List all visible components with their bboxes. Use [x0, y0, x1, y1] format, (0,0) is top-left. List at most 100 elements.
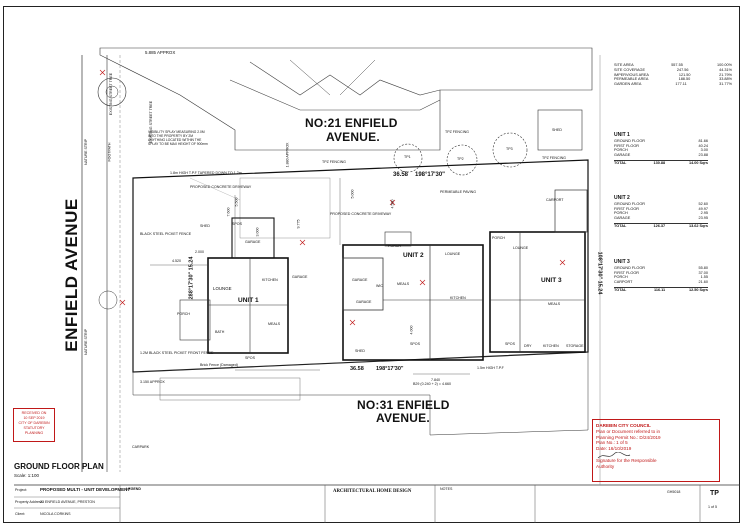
- dim-7840: 7.840: [431, 378, 440, 382]
- dim-4520: 4.520: [172, 259, 181, 263]
- unit-2-room-wic: WIC: [376, 284, 383, 288]
- permeable-paving-label: PERMEABLE PAVING: [440, 190, 477, 194]
- unit-2-room-kitchen: KITCHEN: [450, 296, 466, 300]
- bearing-east: 108°17'30" 15.24: [596, 251, 603, 295]
- signature-mark: [596, 451, 716, 459]
- unit-3-room-kitchen: KITCHEN: [543, 344, 559, 348]
- unit-3-room-dry: DRY: [524, 344, 532, 348]
- visibility-note: VISIBILITY SPLAY MEASURING 2.0M INTO THE…: [148, 130, 208, 146]
- unit-1-room-garage: GARAGE: [292, 275, 308, 279]
- unit-1-room-porch: PORCH: [177, 312, 190, 316]
- unit-1-room-bath: BATH: [215, 330, 225, 334]
- shed-left-label: SHED: [200, 224, 210, 228]
- unit-3-room-meals: MEALS: [548, 302, 561, 306]
- unit-3-label: UNIT 3: [541, 277, 562, 284]
- spos-4: SPOS: [505, 342, 515, 346]
- bearing-west: 288°17'30" 15.24: [188, 256, 195, 300]
- unit-1-label: UNIT 1: [238, 297, 259, 304]
- bearing-top: 198°17'30": [415, 172, 446, 178]
- dim-9775: 9.775: [296, 219, 301, 229]
- fence-front-label: 1.2M BLACK STEEL PICKET FRONT FENCE: [140, 351, 214, 355]
- unit-1-room-kitchen: KITCHEN: [262, 278, 278, 282]
- tpz-fencing-2: TPZ FENCING: [445, 130, 469, 134]
- tpz-fencing-1: TPZ FENCING: [322, 160, 346, 164]
- shed-bottom-label: SHED: [355, 349, 365, 353]
- unit-3-room-lounge: LOUNGE: [513, 246, 529, 250]
- nature-strip-1: NATURE STRIP: [84, 138, 89, 166]
- unit-3-room-storage: STORAGE: [566, 344, 584, 348]
- dim-4000: 4.000: [409, 325, 414, 335]
- dim-3000: 3.000: [255, 227, 260, 237]
- received-stamp: RECEIVED ON 10 SEP 2019 CITY OF DAREBIN …: [13, 408, 55, 442]
- dim-5000: 5.000: [350, 189, 355, 199]
- north-neighbour-line2: AVENUE.: [326, 130, 380, 144]
- concrete-driveway-label: PROPOSED CONCRETE DRIVEWAY: [190, 185, 252, 189]
- tree-tp2: TP2: [457, 157, 464, 161]
- drawing-number: GH5018: [667, 490, 681, 494]
- nature-strip-2: NATURE STRIP: [84, 328, 89, 356]
- approx-bottom: 3.150 APPROX: [140, 380, 165, 384]
- garage-label-2: GARAGE: [352, 278, 368, 282]
- tree-tp1: TP1: [404, 155, 411, 159]
- brick-fence-label: Brick Fence (Damaged): [200, 363, 238, 367]
- client-label: Client:: [15, 512, 26, 516]
- garage-label-1: GARAGE: [245, 240, 261, 244]
- south-neighbour-line2: AVENUE.: [376, 411, 430, 425]
- unit-3-room-porch: PORCH: [492, 236, 505, 240]
- bearing-bottom-length: 36.58: [350, 366, 364, 372]
- tpz-fencing-3: TPZ FENCING: [542, 156, 566, 160]
- address-value: 23 ENFIELD AVENUE, PRESTON: [40, 500, 95, 504]
- spos-3: SPOS: [410, 342, 420, 346]
- unit-2-room-garage: GARAGE: [356, 300, 372, 304]
- approx-left: 1.880 APPROX: [285, 142, 290, 168]
- council-endorsement: DAREBIN CITY COUNCIL Plan or Document re…: [592, 419, 720, 482]
- drawing-sheet: [3, 6, 740, 523]
- unit-2-room-meals: MEALS: [397, 282, 410, 286]
- dim-tpf-bottom: 1.5m HIGH T.P.F: [477, 366, 504, 370]
- dim-7600: 7.600: [226, 207, 231, 217]
- firm-name: ARCHITECTURAL HOME DESIGN: [333, 489, 412, 494]
- spos-2: SPOS: [245, 356, 255, 360]
- client-value: NICOLA CORKINS: [40, 512, 71, 516]
- south-neighbour-line1: NO:31 ENFIELD: [357, 398, 450, 412]
- plan-scale: Scale: 1:100: [14, 473, 40, 478]
- sheet-label: TP: [710, 490, 719, 497]
- top-fence-note: 1.8m HIGH T.P.F TAPERED DOWN TO 1.2m: [170, 171, 242, 175]
- footpath-label: FOOTPATH: [107, 142, 112, 162]
- legend-label: LEGEND: [126, 487, 141, 491]
- notes-label: NOTES: [440, 487, 453, 491]
- north-neighbour-line1: NO:21 ENFIELD: [305, 116, 398, 130]
- carport-label: CARPORT: [546, 198, 564, 202]
- carpark-label: CARPARK: [132, 445, 150, 449]
- unit-1-room-lounge: LOUNGE: [213, 286, 232, 291]
- dim-b29: B29 (0.240 + 2) = 4.660: [413, 382, 451, 386]
- dim-2000: 2.000: [195, 250, 204, 254]
- address-label: Property Address:: [15, 500, 44, 504]
- tree-tp3: TP3: [506, 147, 513, 151]
- sheet-number: 1 of 5: [708, 505, 717, 509]
- spos-1: SPOS: [232, 222, 242, 226]
- dim-5500: 5.500: [234, 197, 239, 207]
- bearing-bottom: 198°17'30": [376, 366, 404, 372]
- approx-top: 5.885 APPROX: [145, 50, 176, 55]
- driveway2-label: PROPOSED CONCRETE DRIVEWAY: [330, 212, 392, 216]
- unit-2-label: UNIT 2: [403, 252, 424, 259]
- bearing-top-length: 36.58: [393, 172, 409, 178]
- shed-top-label: SHED: [552, 128, 562, 132]
- plan-title: GROUND FLOOR PLAN: [14, 462, 104, 471]
- unit-1-room-meals: MEALS: [268, 322, 281, 326]
- dim-4500: 4.500: [390, 199, 395, 209]
- project-label: Project:: [15, 488, 28, 492]
- street-name-west: ENFIELD AVENUE: [62, 198, 81, 352]
- unit-2-room-lounge: LOUNGE: [445, 252, 461, 256]
